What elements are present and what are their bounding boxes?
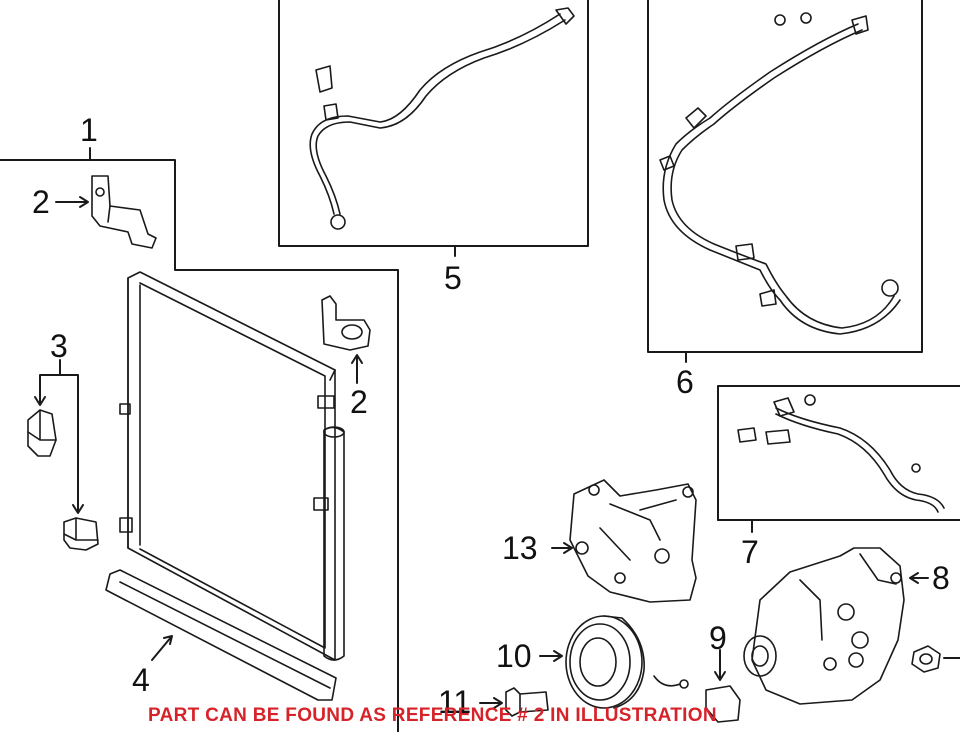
callout-10: 10 bbox=[496, 638, 532, 674]
group-1-box bbox=[0, 159, 399, 733]
callout-8: 8 bbox=[932, 560, 950, 596]
nut-part bbox=[911, 645, 941, 673]
arrow-2-lower bbox=[351, 354, 363, 384]
arrow-8 bbox=[909, 572, 929, 584]
group-5-box bbox=[278, 0, 589, 247]
callout-11: 11 bbox=[438, 684, 472, 720]
clutch-10 bbox=[565, 615, 689, 709]
callout-3: 3 bbox=[50, 328, 68, 364]
group-6-box bbox=[647, 0, 923, 353]
bracket-2-upper bbox=[91, 175, 157, 249]
callout-1: 1 bbox=[80, 112, 98, 148]
seal-4 bbox=[105, 569, 337, 701]
callout-4: 4 bbox=[132, 662, 150, 698]
group-7-box bbox=[717, 385, 960, 521]
callout-7: 7 bbox=[741, 534, 759, 570]
arrow-11 bbox=[479, 697, 503, 709]
condenser bbox=[119, 271, 345, 661]
callout-2-upper: 2 bbox=[32, 184, 50, 220]
arrow-4 bbox=[151, 635, 173, 661]
bracket-9 bbox=[705, 685, 741, 723]
hose-7 bbox=[737, 394, 945, 513]
clip-3-lower bbox=[63, 517, 99, 551]
bracket-13 bbox=[569, 479, 697, 603]
callout-13: 13 bbox=[502, 530, 538, 566]
bolt-11 bbox=[505, 687, 549, 717]
callout-5: 5 bbox=[444, 260, 462, 296]
compressor-8 bbox=[743, 547, 905, 705]
reference-note: PART CAN BE FOUND AS REFERENCE # 2 IN IL… bbox=[148, 705, 717, 726]
pipe-5 bbox=[309, 7, 575, 230]
callout-2-lower: 2 bbox=[350, 384, 368, 420]
bracket-2-lower bbox=[321, 295, 371, 351]
arrow-10 bbox=[539, 650, 563, 662]
arrow-9 bbox=[714, 649, 726, 681]
arrow-13 bbox=[551, 542, 573, 554]
arrow-2-upper bbox=[55, 196, 89, 208]
hose-6 bbox=[659, 12, 901, 335]
callout-3-leader bbox=[34, 359, 84, 514]
clip-3-upper bbox=[27, 409, 57, 457]
callout-6: 6 bbox=[676, 364, 694, 400]
callout-9: 9 bbox=[709, 620, 727, 656]
